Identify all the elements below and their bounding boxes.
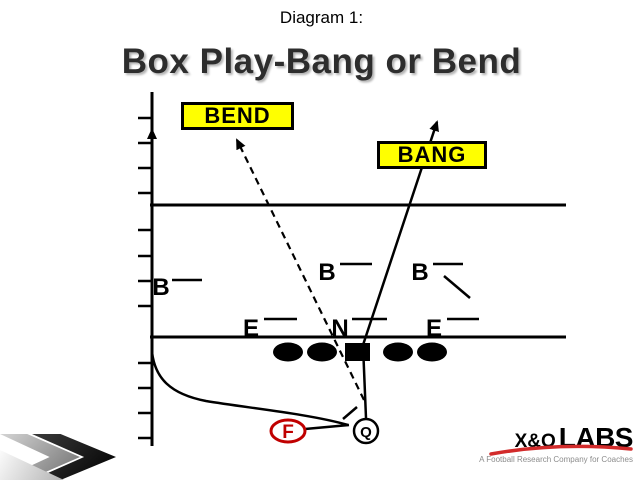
bang-label: BANG [377,141,487,169]
left-guard-oval [307,342,337,362]
bend-route-path [147,128,349,427]
hash-marks [138,116,152,440]
xo-labs-logo: X&O LABS A Football Research Company for… [479,422,633,464]
logo-xo-text: X&O [514,431,556,452]
center-square [345,343,370,361]
handoff-line [304,423,350,431]
end-right-label: E [426,315,442,342]
linebacker-left-label: B [152,274,169,301]
logo-labs-text: LABS [558,422,634,453]
slide-title: Box Play-Bang or Bend [121,42,522,81]
offensive-line [273,342,447,362]
end-left-label: E [243,315,259,342]
fullback-oval [269,418,307,444]
mesh-slash [342,406,358,420]
quarterback-circle [352,417,380,445]
backer-right-slash [443,275,471,299]
logo-wordmark: X&O LABS [479,422,634,456]
linebacker-right-label: B [411,259,428,286]
right-guard-oval [383,342,413,362]
logo-tagline: A Football Research Company for Coaches [479,455,633,464]
right-tackle-oval [417,342,447,362]
nose-label: N [331,315,348,342]
bend-read-dashed-path [236,138,365,401]
fullback-label: F [282,422,294,443]
diagram-heading: Diagram 1: [279,8,364,27]
linebacker-mid-label: B [318,259,335,286]
left-tackle-oval [273,342,303,362]
quarterback-label: Q [360,424,372,441]
corner-decoration [0,434,155,480]
bend-label: BEND [181,102,294,130]
defender-alignment-lines [172,262,479,321]
